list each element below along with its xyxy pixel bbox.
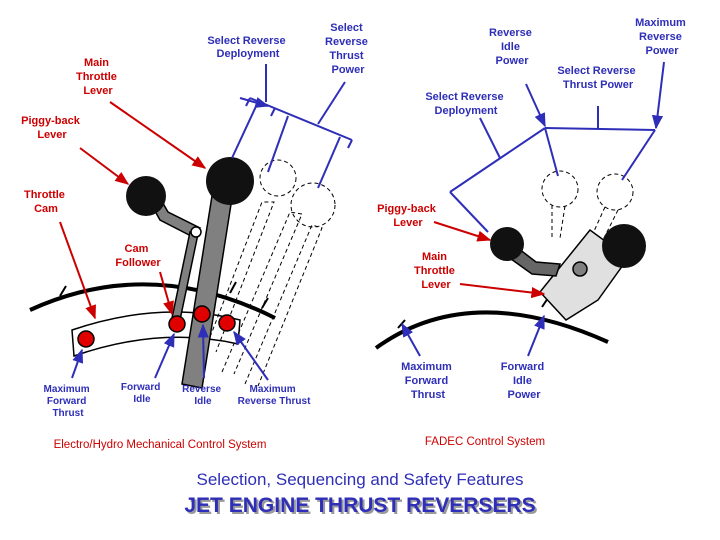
detent-reverse-idle [193,305,211,323]
arrow-cam [59,221,96,320]
left-arc-tick-1 [59,285,67,297]
piggyback-lever-knob [126,176,166,216]
label-maximum-reverse-power: Maximum Reverse Power [635,17,689,57]
arrow-reverse-idle-power [525,83,546,128]
right-caption: FADEC Control System [425,436,545,448]
left-caption: Electro/Hydro Mechanical Control System [54,439,267,451]
arrow-reverse-idle [197,323,209,379]
label-piggyback-lever-right: Piggy-back Lever [377,203,439,229]
label-select-reverse-thrust-power-right: Select Reverse Thrust Power [557,65,638,91]
left-selection-bracket [231,97,353,189]
left-dashed-positions [204,159,336,387]
label-maximum-forward-thrust-left: Maximum Forward Thrust [44,384,93,419]
footer-title: JET ENGINE THRUST REVERSERS [184,494,535,517]
fadec-piggyback-knob [490,227,524,261]
label-maximum-forward-thrust-right: Maximum Forward Thrust [401,361,455,401]
label-main-throttle-lever-right: Main Throttle Lever [414,251,458,291]
label-main-throttle-lever: Main Throttle Lever [76,57,120,97]
arrow-piggyback [79,147,130,185]
main-throttle-lever-knob [206,157,254,205]
throttle-cam [71,311,241,358]
arrow-max-forward [71,348,84,379]
detent-forward-idle [168,315,186,333]
footer: Selection, Sequencing and Safety Feature… [184,470,537,519]
label-cam-follower: Cam Follower [115,243,161,269]
detent-max-reverse [218,314,236,332]
left-power-leader [317,81,346,125]
left-quadrant-arc [29,282,276,320]
arrow-fadec-forward-idle [527,314,545,357]
label-forward-idle-left: Forward Idle [121,382,163,405]
label-maximum-reverse-thrust-left: Maximum Reverse Thrust [238,384,311,407]
arrow-fadec-max-forward [401,322,421,357]
arrow-follower [159,271,174,316]
label-throttle-cam: Throttle Cam [24,189,68,215]
arrow-maximum-reverse-power [651,61,665,130]
label-reverse-idle-left: Reverse Idle [182,384,224,407]
left-mechanism [29,64,353,389]
label-piggyback-lever-left: Piggy-back Lever [21,115,83,141]
label-select-reverse-deployment-right: Select Reverse Deployment [425,91,506,117]
label-select-reverse-thrust-power-left: Select Reverse Thrust Power [325,22,371,76]
right-labels: Reverse Idle Power Maximum Reverse Power… [377,17,689,448]
right-selection-bracket [449,106,656,233]
arrow-max-reverse [233,330,269,381]
fadec-lever-pivot [572,261,588,277]
right-quadrant-arc [374,310,609,350]
left-arc-tick-3 [261,297,269,309]
arrow-forward-idle [154,332,175,379]
piggyback-pivot [190,226,202,238]
arrow-fadec-main-lever [459,283,546,299]
label-reverse-idle-power: Reverse Idle Power [489,27,535,67]
right-mechanism [374,61,665,357]
left-labels: Main Throttle Lever Piggy-back Lever Thr… [21,22,371,451]
label-select-reverse-deployment-left: Select Reverse Deployment [207,35,288,60]
detent-max-forward [77,330,95,348]
arrow-fadec-piggyback [433,221,492,242]
fadec-main-knob [602,224,646,268]
label-forward-idle-power: Forward Idle Power [501,361,547,401]
footer-title-shadow: JET ENGINE THRUST REVERSERS [186,496,537,519]
footer-subtitle: Selection, Sequencing and Safety Feature… [197,470,524,489]
arrow-main-lever [109,101,207,169]
left-arc-tick-2 [229,281,237,294]
